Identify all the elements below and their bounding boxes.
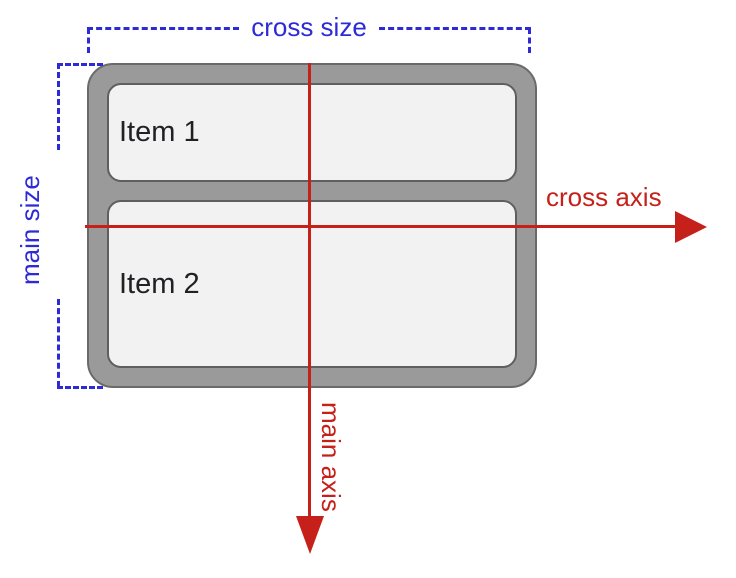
- cross-axis-label: cross axis: [546, 182, 662, 212]
- cross-size-tick-right: [528, 28, 531, 53]
- cross-size-dash-right: [378, 26, 532, 30]
- cross-size-tick-left: [87, 28, 90, 53]
- flex-item-1: Item 1: [107, 83, 517, 182]
- flex-item-1-label: Item 1: [119, 116, 200, 148]
- cross-size-label: cross size: [251, 12, 367, 43]
- cross-size-bracket: cross size: [87, 12, 532, 43]
- cross-axis-arrowhead-icon: [675, 211, 707, 243]
- main-size-tick-top: [57, 63, 103, 66]
- main-size-dash-bottom: [57, 299, 60, 387]
- main-size-tick-bottom: [57, 386, 103, 389]
- flex-item-2: Item 2: [107, 200, 517, 368]
- cross-axis-line: [85, 225, 677, 228]
- main-size-dash-top: [57, 63, 60, 150]
- main-axis-line: [308, 63, 311, 517]
- flex-item-2-label: Item 2: [119, 267, 200, 300]
- main-size-label: main size: [15, 175, 45, 285]
- cross-size-dash-left: [87, 26, 240, 30]
- main-axis-arrowhead-icon: [296, 516, 324, 554]
- main-axis-label: main axis: [316, 402, 346, 512]
